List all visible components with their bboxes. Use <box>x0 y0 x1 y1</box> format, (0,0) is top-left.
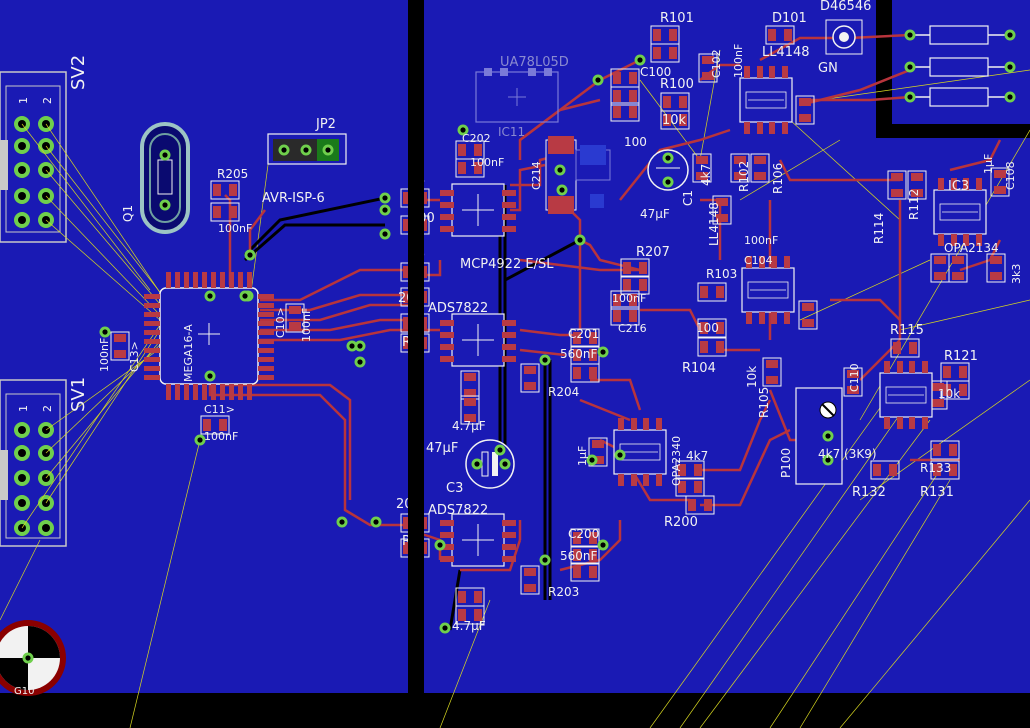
cap-c3 <box>465 439 515 489</box>
label-ground: G10 <box>14 686 34 697</box>
label-c216v: 100nF <box>612 292 646 305</box>
connector-sv2 <box>0 71 67 243</box>
label-r207: R207 <box>636 245 670 260</box>
label-c10v: 100nF <box>300 308 313 342</box>
label-100nf-a: 100nF <box>218 222 252 235</box>
ic-mega16-a <box>144 272 274 400</box>
label-10kb: 10k <box>938 387 960 401</box>
label-c207v: 1μF <box>576 446 589 466</box>
label-r203: R203 <box>548 585 579 599</box>
label-r103: R103 <box>706 267 737 281</box>
label-c110: C110 <box>848 363 861 392</box>
jumper-jp2 <box>267 133 347 165</box>
label-q1: Q1 <box>121 205 135 222</box>
label-c11v: 100nF <box>204 430 238 443</box>
label-r112: R112 <box>907 189 921 220</box>
label-c214: C214 <box>530 161 543 190</box>
crystal-q1 <box>140 122 190 234</box>
label-r100: R100 <box>660 77 694 92</box>
label-c202: C202 <box>462 132 491 145</box>
label-r132: R132 <box>852 485 886 500</box>
label-3k3: 3k3 <box>1010 264 1023 284</box>
label-sv1-pin1: 1 <box>17 405 30 412</box>
label-c13v: 100nF <box>98 338 111 372</box>
label-p100: P100 <box>779 448 793 478</box>
label-sv2-pin2: 2 <box>41 97 54 104</box>
label-d46546: D46546 <box>820 0 871 14</box>
label-v100b: 100 <box>696 321 719 335</box>
label-c201: C201 <box>568 327 599 341</box>
label-c3v: 47μF <box>426 441 458 456</box>
label-c10: C10> <box>274 307 287 338</box>
label-c104v: 100nF <box>744 234 778 247</box>
label-mcp: MCP4922 E/SL <box>460 257 554 272</box>
label-r205: R205 <box>217 167 248 181</box>
label-mega: MEGA16-A <box>182 324 195 382</box>
label-r106: R106 <box>771 163 785 194</box>
label-r131: R131 <box>920 485 954 500</box>
label-100nf-b: 100nF <box>470 156 504 169</box>
label-c102: C102 <box>710 49 723 78</box>
label-r115: R115 <box>890 323 924 338</box>
ic11-regulator <box>475 68 559 123</box>
label-c13: C13> <box>128 341 141 372</box>
connector-sv1 <box>0 379 67 547</box>
label-c200: C200 <box>568 527 599 541</box>
label-sv2-pin1: 1 <box>17 97 30 104</box>
label-c216: C216 <box>618 322 647 335</box>
label-r104: R104 <box>682 361 716 376</box>
label-47uf: 4.7μF <box>452 419 486 433</box>
label-c104: C104 <box>744 254 773 267</box>
cap-c1 <box>647 149 689 191</box>
label-pot: 4k7 (3K9) <box>818 447 877 461</box>
label-c1: C1 <box>681 190 695 206</box>
label-opa2134: OPA2134 <box>944 241 999 255</box>
label-1uf: 1μF <box>982 154 995 174</box>
label-c11: C11> <box>204 403 235 416</box>
th-resistors <box>904 25 1016 107</box>
label-v100: 100 <box>624 135 647 149</box>
label-10k: 10k <box>745 366 759 388</box>
label-c108: C108 <box>1004 161 1017 190</box>
led-d46546 <box>825 19 863 55</box>
label-r133: R133 <box>920 461 951 475</box>
label-c102v: 100nF <box>732 44 745 78</box>
ground-symbol <box>0 620 66 696</box>
label-ua78: UA78L05D <box>500 55 569 70</box>
label-r105: R105 <box>757 387 771 418</box>
label-r100v: 10k <box>662 113 687 128</box>
label-ads-a: ADS7822 <box>428 301 488 316</box>
label-r101: R101 <box>660 11 694 26</box>
label-sv1: SV1 <box>68 377 89 412</box>
label-r201v: 4k7 <box>686 449 708 463</box>
label-ic11: IC11 <box>498 125 525 139</box>
label-jp2: JP2 <box>315 117 336 132</box>
board-split <box>408 0 424 693</box>
label-avr-isp: AVR-ISP-6 <box>262 191 325 206</box>
label-r200: R200 <box>664 515 698 530</box>
label-c3: C3 <box>446 481 463 496</box>
label-c201v: 560nF <box>560 347 598 361</box>
regulator-sot <box>575 145 611 208</box>
label-r204: R204 <box>548 385 579 399</box>
label-ll4148-b: LL4148 <box>707 202 721 246</box>
label-ll4148-a: LL4148 <box>762 45 810 60</box>
label-ads-b: ADS7822 <box>428 503 488 518</box>
label-ic3: IC3 <box>948 179 969 194</box>
label-4k7a: 4k7 <box>699 164 713 186</box>
label-r114: R114 <box>872 213 886 244</box>
label-d101: D101 <box>772 11 807 26</box>
trimmer-p100 <box>795 387 843 485</box>
label-sv2: SV2 <box>68 55 89 90</box>
label-r102: R102 <box>737 161 751 192</box>
label-r121: R121 <box>944 349 978 364</box>
label-ic20: OPA2340 <box>670 436 683 486</box>
label-c1v: 47μF <box>640 207 670 221</box>
label-gn: GN <box>818 61 838 76</box>
label-c100: C100 <box>640 65 671 79</box>
label-47ufb: 4.7μF <box>452 619 486 633</box>
label-sv1-pin2: 2 <box>41 405 54 412</box>
label-c200v: 560nF <box>560 549 598 563</box>
